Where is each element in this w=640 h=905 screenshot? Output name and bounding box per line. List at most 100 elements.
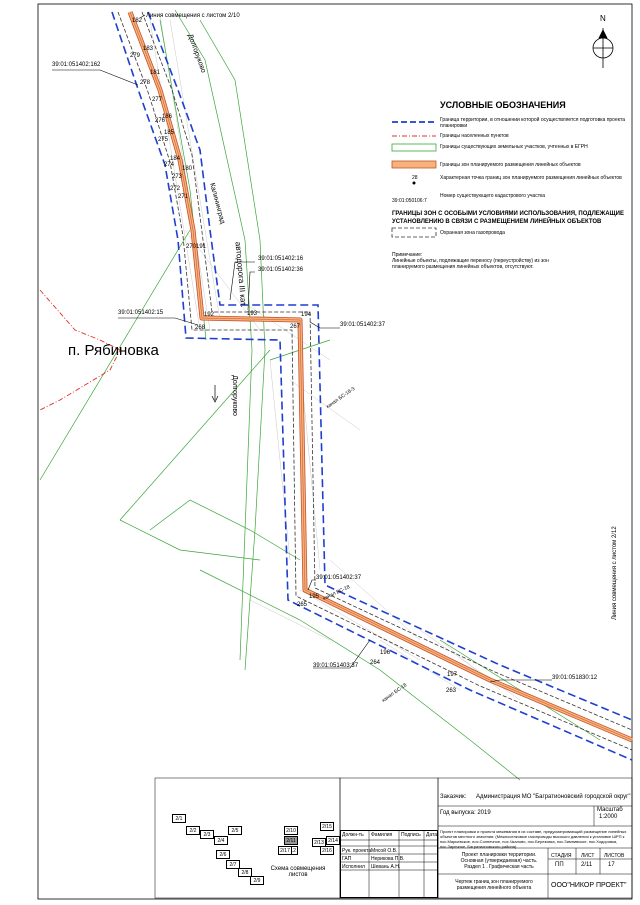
parcel-label: 39:01:051402:15 — [118, 310, 164, 316]
person-role: ГАП — [342, 856, 352, 862]
point-number: 271 — [178, 194, 189, 200]
note-title: Примечание: — [392, 252, 423, 258]
section-title: Проект планировки территории. Основная (… — [460, 852, 538, 870]
point-number: 277 — [152, 97, 163, 103]
point-number: 180 — [182, 166, 193, 172]
stage-value: ПП — [555, 862, 564, 868]
keymap-cell: 2/17 — [278, 846, 292, 855]
point-number: 270 — [186, 244, 197, 250]
road-label: Долгоруково — [230, 375, 238, 416]
legend-symbols — [391, 121, 437, 238]
point-number: 268 — [195, 325, 206, 331]
legend-point-sample: 28 — [412, 175, 418, 181]
point-number: 196 — [380, 650, 391, 656]
point-number: 264 — [370, 660, 381, 666]
legend-cad-sample: 39:01:050106:7 — [392, 198, 427, 204]
legend-item: Границы населенных пунктов — [440, 133, 509, 139]
point-number: 195 — [309, 594, 320, 600]
sheet-value: 2/11 — [581, 862, 593, 868]
label-leaders — [52, 14, 552, 683]
customer-label: Заказчик: — [440, 794, 467, 800]
legend-item: Границы существующих земельных участков,… — [440, 144, 588, 150]
company-name: ООО"НИКОР ПРОЕКТ" — [551, 882, 627, 889]
legend-item: Охранная зона газопровода — [440, 230, 505, 236]
north-label: N — [600, 14, 606, 23]
parcel-label: 39:01:051402:37 — [316, 575, 362, 581]
col-role: Должн-ть — [342, 832, 364, 838]
keymap-cell: 2/14 — [326, 836, 340, 845]
point-number: 276 — [155, 118, 166, 124]
point-number: 263 — [446, 688, 457, 694]
customer-name: Администрация МО "Багратионовский городс… — [476, 794, 631, 800]
keymap-cell-current: 2/11 — [284, 836, 298, 845]
point-number: 275 — [158, 137, 169, 143]
keymap-cell: 2/5 — [228, 826, 242, 835]
legend-item: Граница территории, в отношении которой … — [440, 117, 626, 129]
point-number: 273 — [172, 174, 183, 180]
terrain-texture — [149, 14, 521, 701]
right-match-line-label: Линия совмещения с листом 2/12 — [612, 526, 618, 620]
person-role: Рук. проекта — [342, 848, 372, 854]
parcel-label: 39:01:051402:37 — [340, 322, 386, 328]
keymap-cell: 2/16 — [320, 846, 334, 855]
legend-item: Характерная точка границ зон планируемог… — [440, 175, 622, 181]
keymap-cell: 2/1 — [172, 814, 186, 823]
keymap-cell: 2/4 — [214, 836, 228, 845]
point-number: 197 — [447, 672, 458, 678]
parcel-label: 39:01:051402:36 — [258, 267, 304, 273]
person-name: Мясой О.В. — [371, 848, 398, 854]
keymap-cell: 2/15 — [320, 822, 334, 831]
zones-title: ГРАНИЦЫ ЗОН С ОСОБЫМИ УСЛОВИЯМИ ИСПОЛЬЗО… — [392, 211, 624, 225]
keymap-cell: 2/7 — [226, 860, 240, 869]
keymap-cell: 2/8 — [238, 868, 252, 877]
keymap-cell: 2/9 — [250, 876, 264, 885]
point-number: 279 — [130, 53, 141, 59]
parcel-label: 39:01:051830:12 — [552, 675, 598, 681]
point-number: 267 — [290, 324, 301, 330]
project-description: Проект планировки и проекта межевания в … — [440, 829, 627, 849]
col-stage: СТАДИЯ — [551, 853, 572, 859]
north-arrow-icon — [592, 28, 614, 68]
pipeline-corridor — [127, 11, 633, 743]
top-match-line-label: Линия совмещения с листом 2/10 — [146, 13, 240, 19]
parcel-boundaries — [39, 9, 601, 781]
territory-boundary — [111, 11, 633, 761]
scale-value: 1:2000 — [599, 814, 618, 820]
keymap-cell: 2/6 — [216, 850, 230, 859]
point-number: 278 — [140, 80, 151, 86]
point-number: 184 — [170, 156, 181, 162]
parcel-label: 39:01:051402:162 — [52, 62, 101, 68]
legend-item: Номер существующего кадастрового участка — [440, 193, 546, 199]
keymap-cell: 2/10 — [284, 826, 298, 835]
year-label: Год выпуска: 2019 — [440, 810, 491, 816]
parcel-label: 39:01:051403:37 — [313, 663, 359, 669]
keymap-cell: 2/2 — [186, 826, 200, 835]
parcel-label: 39:01:051402:16 — [258, 256, 304, 262]
col-date: Дата — [426, 832, 438, 838]
col-sheet: ЛИСТ — [581, 853, 595, 859]
keymap-cell: 2/3 — [200, 830, 214, 839]
point-number: 191 — [196, 244, 207, 250]
point-number: 194 — [301, 312, 312, 318]
col-sheets: ЛИСТОВ — [604, 853, 625, 859]
point-number: 182 — [132, 18, 143, 24]
point-number: 193 — [247, 311, 258, 317]
point-number: 265 — [297, 602, 308, 608]
keymap-title: Схема совмещения листов — [270, 866, 326, 878]
scale-label: Масштаб — [597, 807, 623, 813]
keymap-cell: 2/13 — [312, 838, 326, 847]
sheets-value: 17 — [608, 862, 615, 868]
legend-item: Границы зон планируемого размещения лине… — [440, 162, 581, 168]
point-number: 192 — [204, 312, 215, 318]
point-number: 274 — [164, 162, 175, 168]
point-number: 186 — [162, 114, 173, 120]
legend-title: УСЛОВНЫЕ ОБОЗНАЧЕНИЯ — [440, 100, 566, 110]
point-number: 185 — [164, 130, 175, 136]
note-text: Линейные объекты, подлежащие переносу (п… — [392, 258, 549, 270]
person-role: Исполнил — [342, 864, 365, 870]
point-number: 181 — [150, 70, 161, 76]
village-name: п. Рябиновка — [68, 342, 159, 359]
point-number: 183 — [143, 46, 154, 52]
point-number: 272 — [170, 186, 181, 192]
